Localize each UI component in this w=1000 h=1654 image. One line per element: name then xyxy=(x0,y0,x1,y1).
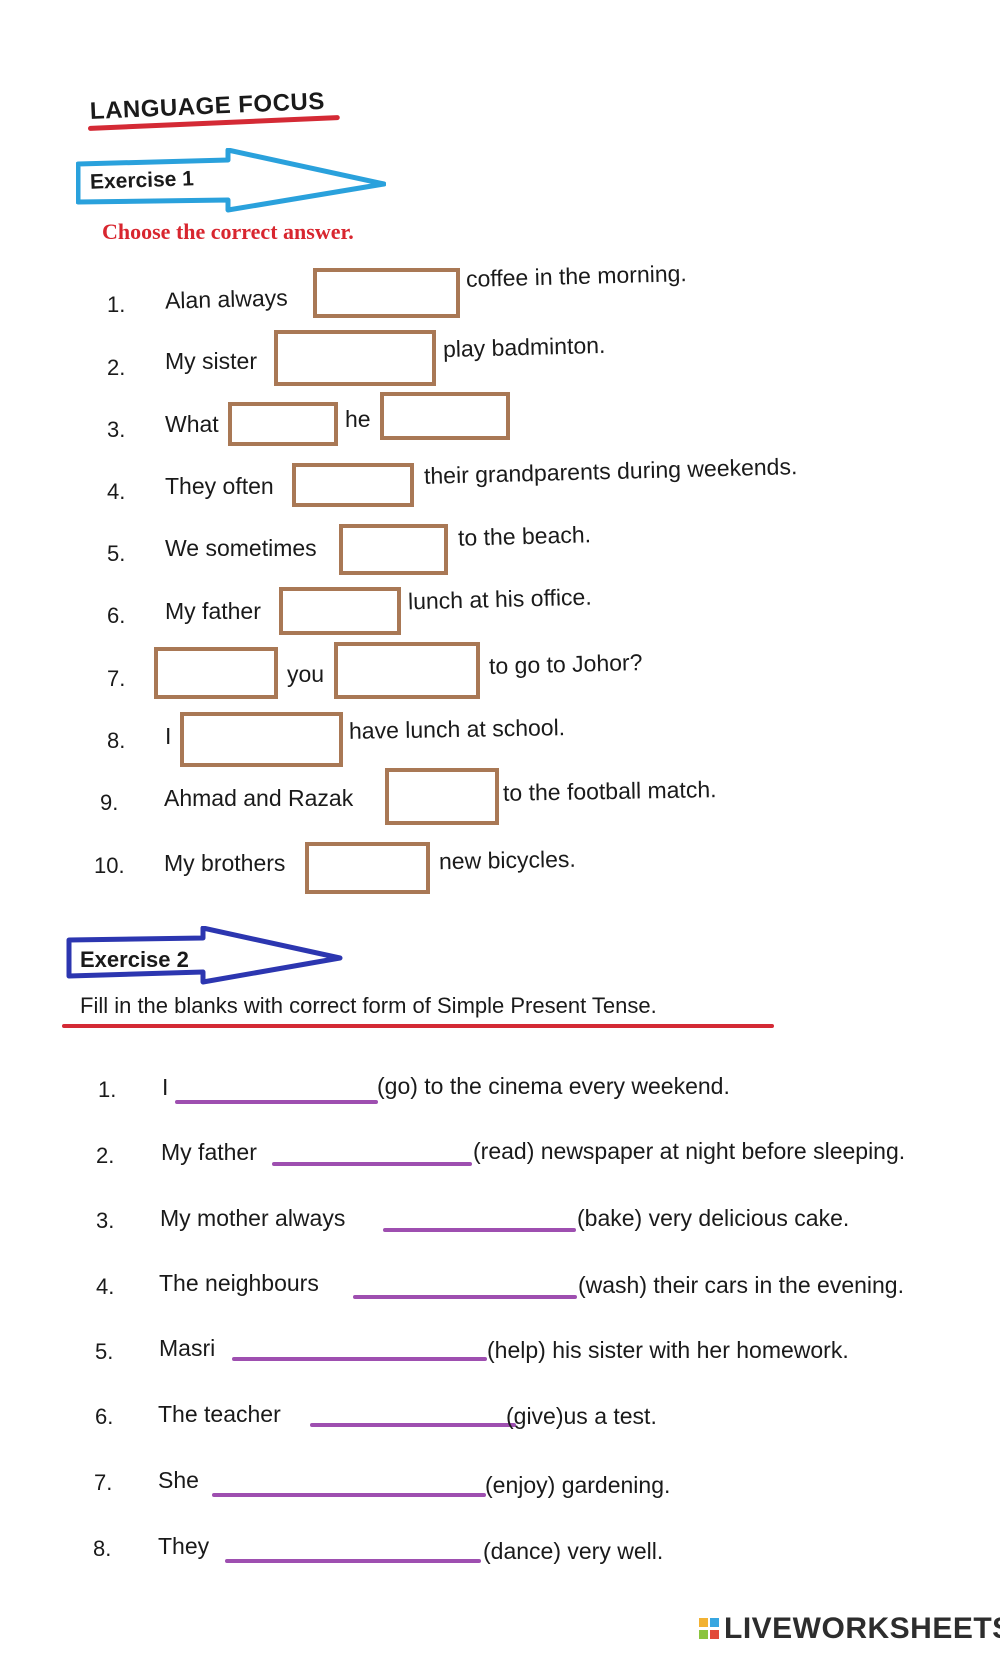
item-text-end: to the beach. xyxy=(457,521,592,551)
item-text-mid: he xyxy=(345,406,371,432)
item-number: 2. xyxy=(107,355,126,380)
item-text-start: My mother always xyxy=(160,1205,346,1231)
item-number: 3. xyxy=(96,1208,115,1233)
item-text-end: lunch at his office. xyxy=(407,583,592,615)
item-number: 10. xyxy=(94,853,125,878)
item-text-end: new bicycles. xyxy=(438,845,576,875)
item-text-start: The teacher xyxy=(158,1401,281,1427)
answer-box[interactable] xyxy=(305,842,430,894)
logo-icon xyxy=(698,1617,722,1641)
item-text-start: My brothers xyxy=(164,850,286,876)
exercise2-instruction: Fill in the blanks with correct form of … xyxy=(80,993,657,1018)
answer-box[interactable] xyxy=(339,524,448,575)
answer-blank[interactable] xyxy=(212,1493,486,1497)
item-number: 7. xyxy=(94,1470,113,1495)
item-text-start: The neighbours xyxy=(159,1270,319,1296)
exercise1-label: Exercise 1 xyxy=(89,167,195,194)
answer-blank[interactable] xyxy=(225,1559,481,1563)
watermark-text: LIVEWORKSHEETS xyxy=(724,1612,1000,1645)
exercise2-label: Exercise 2 xyxy=(80,947,189,972)
item-number: 3. xyxy=(107,417,126,442)
answer-blank[interactable] xyxy=(353,1295,577,1299)
item-number: 9. xyxy=(100,790,119,815)
answer-box[interactable] xyxy=(154,647,278,699)
item-text-start: We sometimes xyxy=(165,535,317,561)
item-number: 6. xyxy=(95,1404,114,1429)
answer-box[interactable] xyxy=(313,268,460,318)
item-text-start: My father xyxy=(165,598,261,624)
item-text-start: Ahmad and Razak xyxy=(164,785,354,811)
item-number: 8. xyxy=(93,1536,112,1561)
answer-blank[interactable] xyxy=(175,1100,378,1104)
item-number: 4. xyxy=(96,1274,115,1299)
item-number: 5. xyxy=(107,541,126,566)
answer-box[interactable] xyxy=(180,712,343,767)
item-number: 6. xyxy=(107,603,126,628)
answer-box[interactable] xyxy=(274,330,436,386)
answer-blank[interactable] xyxy=(383,1228,576,1232)
item-text-end: (dance) very well. xyxy=(483,1538,664,1564)
answer-blank[interactable] xyxy=(272,1162,472,1166)
instruction-underline xyxy=(62,1024,774,1028)
item-text-end: (give)us a test. xyxy=(506,1403,657,1429)
item-text-end: (read) newspaper at night before sleepin… xyxy=(473,1138,906,1164)
item-text-end: to go to Johor? xyxy=(488,648,643,680)
item-text-start: Masri xyxy=(159,1335,216,1361)
item-text-end: their grandparents during weekends. xyxy=(423,453,798,489)
answer-box[interactable] xyxy=(334,642,480,699)
item-text-end: (enjoy) gardening. xyxy=(485,1472,671,1498)
item-text-start: My father xyxy=(161,1139,257,1165)
item-number: 5. xyxy=(95,1339,114,1364)
arrow-icon xyxy=(66,926,343,985)
item-text-mid: you xyxy=(287,661,325,687)
item-text-start: She xyxy=(158,1467,199,1493)
liveworksheets-logo: LIVEWORKSHEETS xyxy=(698,1612,1000,1646)
arrow-icon xyxy=(76,148,386,213)
item-number: 4. xyxy=(107,479,126,504)
answer-blank[interactable] xyxy=(310,1423,516,1427)
item-text-start: My sister xyxy=(165,348,257,374)
item-text-start: They xyxy=(158,1533,210,1559)
item-number: 1. xyxy=(98,1077,117,1102)
item-text-end: have lunch at school. xyxy=(348,714,566,744)
answer-box[interactable] xyxy=(380,392,510,440)
item-number: 8. xyxy=(107,728,126,753)
item-text-end: coffee in the morning. xyxy=(465,260,688,292)
exercise1-instruction: Choose the correct answer. xyxy=(102,219,354,244)
item-text-end: play badminton. xyxy=(442,331,606,363)
item-text-start: I xyxy=(165,723,172,749)
answer-blank[interactable] xyxy=(232,1357,487,1361)
item-text-end: (go) to the cinema every weekend. xyxy=(377,1073,730,1099)
item-text-start: I xyxy=(162,1074,169,1100)
item-text-end: (wash) their cars in the evening. xyxy=(578,1272,904,1298)
item-text-start: Alan always xyxy=(164,284,289,314)
answer-box[interactable] xyxy=(279,587,401,635)
item-text-end: (help) his sister with her homework. xyxy=(487,1337,849,1363)
item-number: 1. xyxy=(107,292,126,317)
item-text-end: (bake) very delicious cake. xyxy=(577,1205,850,1231)
item-number: 2. xyxy=(96,1143,115,1168)
answer-box[interactable] xyxy=(292,463,414,507)
item-text-start: What xyxy=(165,411,219,437)
answer-box[interactable] xyxy=(385,768,499,825)
answer-box[interactable] xyxy=(228,402,338,446)
item-number: 7. xyxy=(107,666,126,691)
item-text-start: They often xyxy=(165,473,274,499)
item-text-end: to the football match. xyxy=(502,776,717,806)
